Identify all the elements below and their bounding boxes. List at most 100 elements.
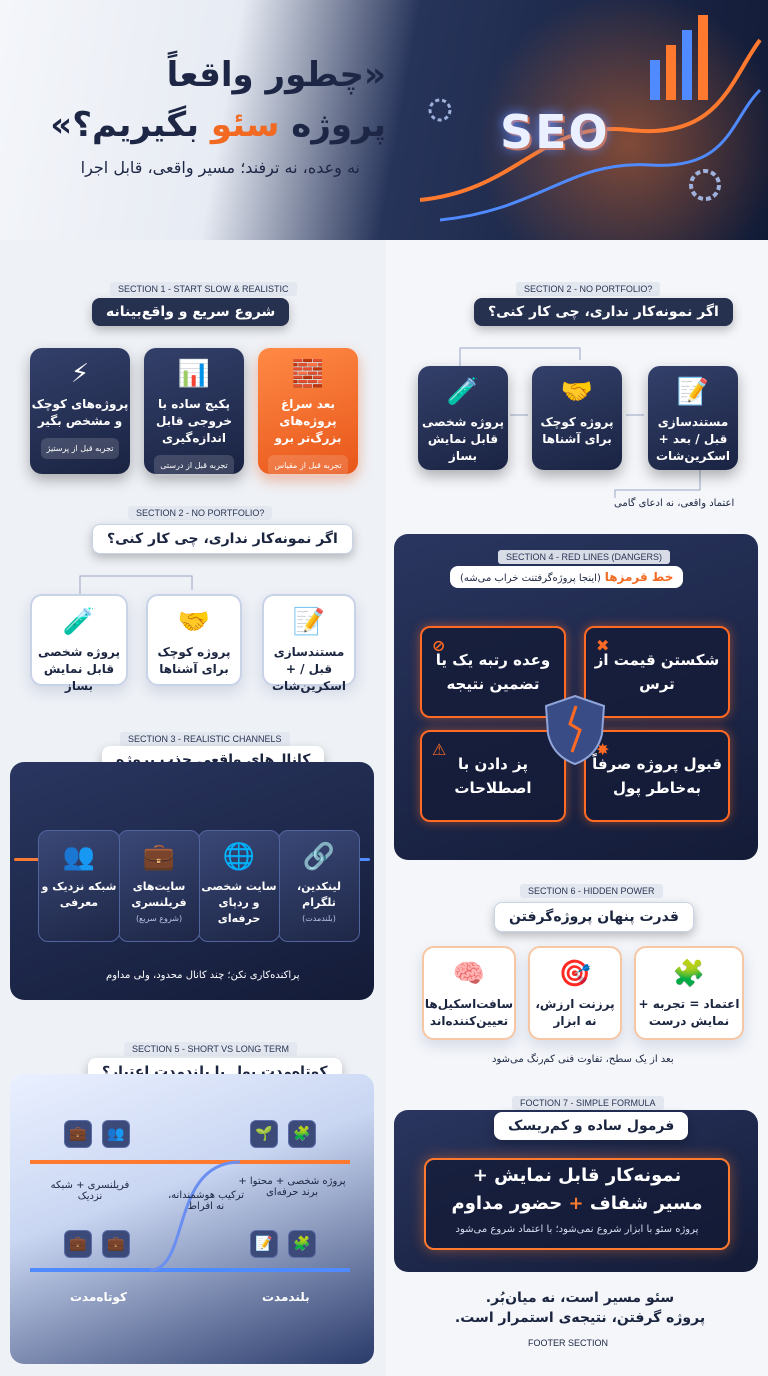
prohibited-icon: ⊘ bbox=[432, 636, 446, 655]
link-icon: 🔗 bbox=[302, 842, 336, 872]
formula-box bbox=[424, 1158, 730, 1250]
briefcase-icon: 💼 bbox=[142, 842, 176, 872]
section2-title: اگر نمونه‌کار نداری، چی کار کنی؟ bbox=[474, 298, 733, 326]
seo-logo: SEO bbox=[500, 105, 610, 159]
s2-note: اعتماد واقعی، نه ادعای گامی bbox=[614, 498, 735, 509]
s1-card-pill: تجربه قبل از درستی bbox=[154, 455, 234, 476]
document-icon: 📝 bbox=[250, 1230, 278, 1258]
s2b-card-handshake: 🤝 پروژه کوچک برای آشناها bbox=[146, 594, 242, 686]
section6-tag: SECTION 6 - HIDDEN POWER bbox=[520, 884, 663, 898]
danger-text: پز دادن با اصطلاحات bbox=[454, 755, 532, 797]
s2b-card-text: پروژه کوچک برای آشناها bbox=[157, 645, 231, 676]
channel-linkedin[interactable]: 🔗 لینکدین، تلگرام (بلندمدت) bbox=[278, 830, 360, 942]
formula-line2: مسیر شفاف + حضور مداوم bbox=[451, 1193, 703, 1214]
footer-label: FOOTER SECTION bbox=[528, 1338, 609, 1348]
section2-tag: SECTION 2 - NO PORTFOLIO? bbox=[516, 282, 661, 296]
seo-illustration bbox=[419, 15, 762, 222]
test-tube-icon: 🧪 bbox=[62, 607, 96, 637]
section1-tag: SECTION 1 - START SLOW & REALISTIC bbox=[110, 282, 297, 296]
s5-long-text: پروژه شخصی + محتوا + برند حرفه‌ای bbox=[238, 1176, 346, 1198]
section6-note: بعد از یک سطح، تفاوت فنی کم‌رنگ می‌شود bbox=[492, 1054, 674, 1065]
section7-title: فرمول ساده و کم‌ریسک bbox=[494, 1112, 689, 1140]
title-line-1: «چطور واقعاً bbox=[166, 55, 386, 95]
puzzle-icon: 🧩 bbox=[288, 1230, 316, 1258]
test-tube-icon: 🧪 bbox=[446, 377, 480, 407]
channel-text: سایت شخصی و رد‌پای حرفه‌ای bbox=[201, 880, 277, 925]
danger-text: وعده رتبه یک یا تضمین نتیجه bbox=[435, 651, 551, 693]
s2b-connector bbox=[79, 575, 193, 594]
s2-card-project: 🧪 پروژه شخصی قابل نمایش بساز bbox=[418, 366, 508, 470]
title-accent: سئو bbox=[210, 105, 280, 145]
channel-personal-site[interactable]: 🌐 سایت شخصی و رد‌پای حرفه‌ای bbox=[198, 830, 280, 942]
s6-card-softskills: 🧠 سافت‌اسکیل‌ها تعیین‌کننده‌اند bbox=[422, 946, 516, 1040]
s2b-card-project: 🧪 پروژه شخصی قابل نمایش بساز bbox=[30, 594, 128, 693]
section4-tag: SECTION 4 - RED LINES (DANGERS) bbox=[498, 550, 671, 564]
danger-text: شکستن قیمت از ترس bbox=[594, 651, 720, 693]
s2-card-handshake: 🤝 پروژه کوچک برای آشناها bbox=[532, 366, 622, 470]
s2-connectors bbox=[459, 347, 701, 498]
s1-card-package: 📊 پکیج ساده با خروجی قابل اندازه‌گیری تج… bbox=[144, 348, 244, 476]
channel-freelance[interactable]: 💼 سایت‌های فریلنسری (شروع سریع) bbox=[118, 830, 200, 942]
s1-card-pill: تجربه قبل از پرستیژ bbox=[40, 438, 120, 459]
lightning-icon: ⚡ bbox=[70, 359, 90, 389]
s2b-card-text: مستندسازی قبل / + اسکرین‌شات bbox=[271, 645, 347, 693]
s2b-card-text: پروژه شخصی قابل نمایش بساز bbox=[37, 645, 120, 693]
s6-card-text: اعتماد = تجربه + نمایش درست bbox=[638, 997, 740, 1028]
spark-icon: ✸ bbox=[596, 740, 610, 759]
s2-card-text: مستندسازی قبل / بعد + اسکرین‌شات bbox=[655, 415, 731, 463]
title-line-2: پروژه سئو بگیریم؟» bbox=[50, 105, 386, 145]
handshake-icon: 🤝 bbox=[560, 377, 594, 407]
s6-card-text: سافت‌اسکیل‌ها تعیین‌کننده‌اند bbox=[424, 997, 514, 1028]
puzzle-icon: 🧩 bbox=[288, 1120, 316, 1148]
formula-sub: پروژه سئو با ابزار شروع نمی‌شود؛ با اعتم… bbox=[455, 1224, 699, 1235]
sprout-icon: 🌱 bbox=[250, 1120, 278, 1148]
s1-card-text: پکیج ساده با خروجی قابل اندازه‌گیری bbox=[155, 397, 233, 445]
channel-text: سایت‌های فریلنسری bbox=[131, 880, 187, 909]
section7-tag: FOCTION 7 - SIMPLE FORMULA bbox=[512, 1096, 664, 1110]
hero-banner bbox=[0, 0, 768, 240]
s6-card-text: پرزنت ارزش، نه ابزار bbox=[535, 997, 615, 1028]
section2b-title: اگر نمونه‌کار نداری، چی کار کنی؟ bbox=[92, 524, 353, 554]
section5-tag: SECTION 5 - SHORT VS LONG TERM bbox=[124, 1042, 298, 1056]
s6-card-trust: 🧩 اعتماد = تجربه + نمایش درست bbox=[634, 946, 744, 1040]
footer-line1: سئو مسیر است، نه میان‌بُر. bbox=[485, 1290, 675, 1306]
section4-title: خط قرمزها (اینجا پروژه‌گرفتنت خراب می‌شه… bbox=[450, 566, 684, 588]
channel-sub: (شروع سریع) bbox=[135, 914, 183, 923]
s5-mix-text: ترکیب هوشمندانه، نه افراط bbox=[167, 1190, 245, 1212]
x-icon: ✖ bbox=[596, 636, 610, 655]
people-icon: 👥 bbox=[102, 1120, 130, 1148]
section3-note: پراکنده‌کاری نکن؛ چند کانال محدود، ولی م… bbox=[106, 970, 300, 981]
s1-card-bigger: 🧱 بعد سراغ پروژه‌های بزرگ‌تر برو تجربه ق… bbox=[258, 348, 358, 476]
page-title: «چطور واقعاً پروژه سئو بگیریم؟» bbox=[26, 50, 386, 150]
channel-network[interactable]: 👥 شبکه نزدیک و معرفی bbox=[38, 830, 120, 942]
chart-icon: 📊 bbox=[177, 359, 211, 389]
document-icon: 📝 bbox=[292, 607, 326, 637]
s5-short-text: فریلنسری + شبکه نزدیک bbox=[50, 1180, 130, 1202]
briefcase-icon: 💼 bbox=[64, 1120, 92, 1148]
broken-shield-icon bbox=[544, 694, 606, 766]
s1-card-text: پروژه‌های کوچک و مشخص بگیر bbox=[31, 397, 129, 428]
s5-long-label: بلندمدت bbox=[262, 1290, 310, 1304]
people-icon: 👥 bbox=[62, 842, 96, 872]
danger-price: ✖ شکستن قیمت از ترس bbox=[584, 626, 730, 718]
section3-tag: SECTION 3 - REALISTIC CHANNELS bbox=[120, 732, 290, 746]
handshake-icon: 🤝 bbox=[177, 607, 211, 637]
briefcase-icon: 💼 bbox=[102, 1230, 130, 1258]
danger-jargon: ⚠ پز دادن با اصطلاحات bbox=[420, 730, 566, 822]
section2b-tag: SECTION 2 - NO PORTFOLIO? bbox=[128, 506, 273, 520]
s5-paths bbox=[30, 1160, 350, 1272]
section6-title: قدرت پنهان پروژه‌گرفتن bbox=[494, 902, 694, 932]
section1-title: شروع سریع و واقع‌بینانه bbox=[92, 298, 290, 326]
warning-icon: ⚠ bbox=[432, 740, 447, 759]
channel-text: شبکه نزدیک و معرفی bbox=[41, 880, 117, 909]
s2-card-document: 📝 مستندسازی قبل / بعد + اسکرین‌شات bbox=[648, 366, 738, 470]
channel-text: لینکدین، تلگرام bbox=[296, 880, 342, 909]
briefcase-icon: 💼 bbox=[64, 1230, 92, 1258]
formula-text: نمونه‌کار قابل نمایش + مسیر شفاف + حضور … bbox=[434, 1162, 720, 1218]
danger-text: قبول پروژه صرفاً به‌خاطر پول bbox=[592, 755, 722, 797]
page-subtitle: نه وعده، نه ترفند؛ مسیر واقعی، قابل اجرا bbox=[80, 158, 360, 177]
puzzle-icon: 🧩 bbox=[672, 959, 706, 989]
s6-card-value: 🎯 پرزنت ارزش، نه ابزار bbox=[528, 946, 622, 1040]
globe-icon: 🌐 bbox=[222, 842, 256, 872]
target-icon: 🎯 bbox=[558, 959, 592, 989]
